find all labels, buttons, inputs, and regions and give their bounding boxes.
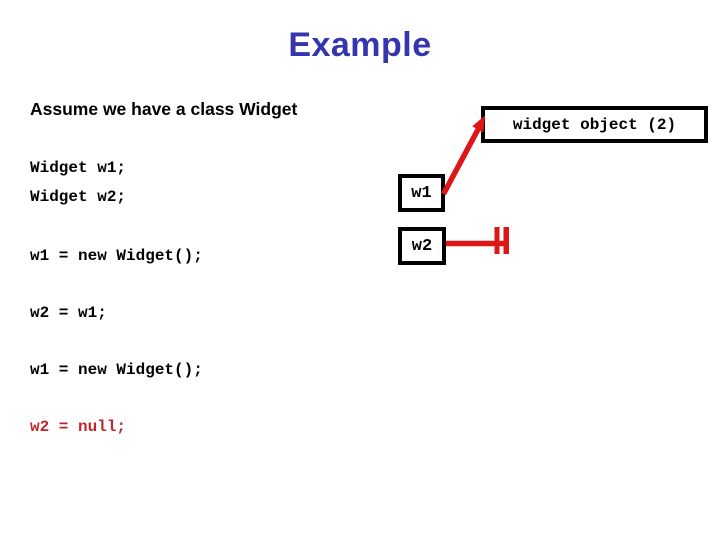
w1-reference-arrow-line [441, 127, 481, 196]
ref-box-w1: w1 [398, 174, 445, 212]
slide-subtitle: Assume we have a class Widget [30, 99, 298, 119]
ref-box-w2-label: w2 [411, 236, 433, 256]
code-line-w1-new-widget-2: w1 = new Widget(); [30, 361, 203, 379]
code-line-declare-w1: Widget w1; [30, 159, 127, 177]
widget-object-box-label: widget object (2) [512, 115, 677, 134]
null-terminator-bar-2-icon [503, 227, 509, 254]
ref-box-w1-label: w1 [411, 183, 432, 203]
widget-object-box: widget object (2) [481, 106, 708, 143]
slide-title: Example [288, 26, 432, 64]
code-line-w1-new-widget: w1 = new Widget(); [30, 247, 203, 265]
code-line-declare-w2: Widget w2; [30, 188, 127, 206]
code-line-w2-assign-null: w2 = null; [30, 418, 127, 436]
ref-box-w2: w2 [398, 227, 446, 265]
code-line-w2-assign-w1: w2 = w1; [30, 304, 107, 322]
null-terminator-bar-1-icon [494, 227, 500, 254]
